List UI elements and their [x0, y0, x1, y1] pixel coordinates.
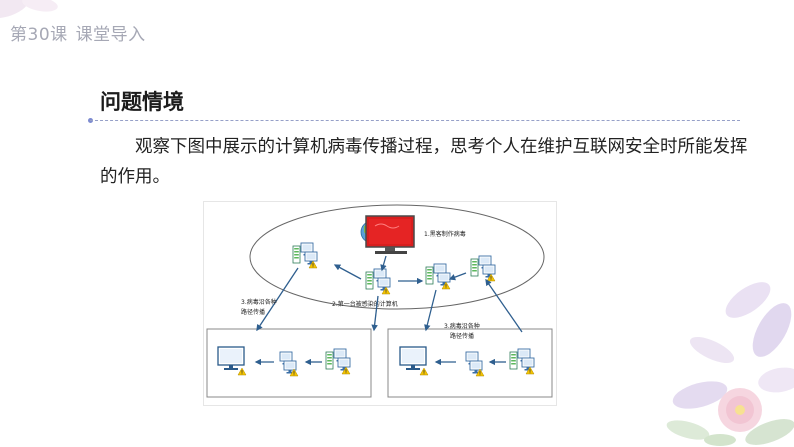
- arrow-center-to-right-box: [424, 289, 437, 332]
- lesson-number: 第30课: [10, 25, 68, 45]
- prompt-text: 观察下图中展示的计算机病毒传播过程，思考个人在维护互联网安全时所能发挥的作用。: [100, 137, 748, 187]
- left-box-pc-icon: [279, 351, 299, 377]
- step3-right-line2: 路径传播: [450, 332, 474, 340]
- right-box-monitor-icon: [399, 346, 427, 371]
- arrow-to-left-node: [333, 264, 362, 280]
- right-box-warning-icon: [419, 367, 429, 376]
- arrow-right-up-return: [485, 278, 523, 333]
- arrow-to-left-box: [256, 267, 299, 332]
- left-network-box: [206, 328, 372, 398]
- arrow-first-to-left-box: [371, 295, 379, 332]
- step3-right-line1: 3.病毒沿各种: [444, 322, 480, 330]
- infected-node-center-icon: [426, 264, 450, 289]
- section-title: 问题情境: [100, 90, 184, 114]
- hacker-computer-icon: [360, 215, 415, 254]
- step3-left-line2: 路径传播: [241, 308, 265, 316]
- step1-label: 1.黑客制作病毒: [424, 230, 466, 238]
- arrow-to-right-node: [448, 272, 467, 281]
- infected-node-left-icon: [293, 243, 317, 268]
- infection-zone-ellipse: [249, 204, 545, 310]
- lesson-header: 第30课课堂导入: [10, 20, 146, 45]
- left-box-server-node-icon: [326, 349, 350, 374]
- virus-spread-diagram: 1.黑客制作病毒 2.第一台被感染的计算机 3.病毒沿各种 路径传播 3.病毒沿…: [203, 201, 557, 406]
- first-infected-computer-icon: [366, 269, 390, 294]
- infected-node-right-icon: [471, 256, 495, 281]
- left-box-monitor-icon: [217, 346, 245, 371]
- step2-label: 2.第一台被感染的计算机: [332, 300, 398, 308]
- left-box-warning-icon: [237, 367, 247, 376]
- title-divider: [90, 120, 740, 121]
- arrow-hacker-to-first: [380, 255, 387, 272]
- right-box-server-node-icon: [510, 349, 534, 374]
- step3-left-line1: 3.病毒沿各种: [241, 298, 277, 306]
- right-box-pc-icon: [465, 351, 485, 377]
- right-network-box: [387, 328, 553, 398]
- lesson-title: 课堂导入: [75, 25, 146, 45]
- bottom-right-flower-decoration: [666, 282, 794, 446]
